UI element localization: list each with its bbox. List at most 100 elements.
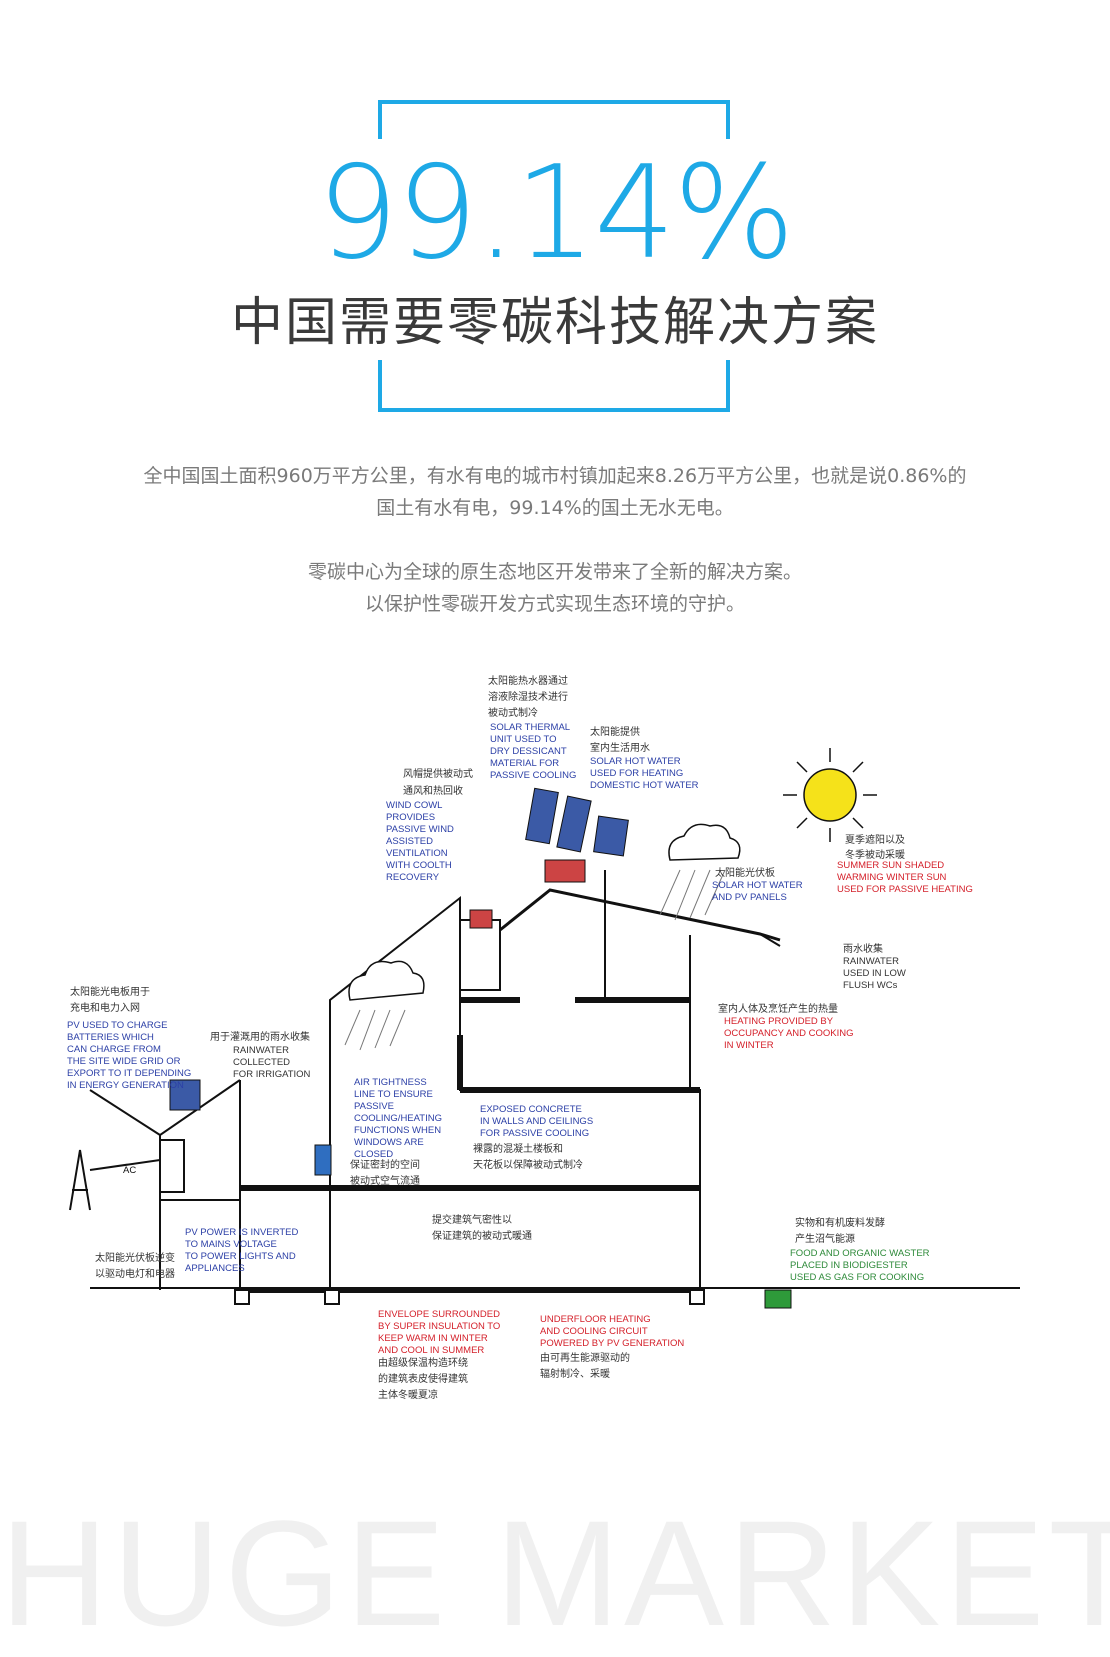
label-underfloor-en-0: UNDERFLOOR HEATING: [540, 1314, 651, 1325]
label-inverter-en-3: APPLIANCES: [185, 1263, 245, 1274]
label-airtight-en-5: WINDOWS ARE: [354, 1137, 424, 1148]
label-occupancy-en-1: OCCUPANCY AND COOKING: [724, 1028, 854, 1039]
label-wind-cowl-en-2: PASSIVE WIND: [386, 824, 454, 835]
label-sun-en-0: SUMMER SUN SHADED: [837, 860, 944, 871]
label-hot-water-cn-2: 室内生活用水: [590, 741, 650, 754]
hero-headline: 中国需要零碳科技解决方案: [0, 292, 1110, 354]
label-sun-en-1: WARMING WINTER SUN: [837, 872, 947, 883]
label-rain-wc-en-0: RAINWATER: [843, 956, 899, 967]
label-concrete-en-0: EXPOSED CONCRETE: [480, 1104, 582, 1115]
label-pv-panels-cn: 太阳能光伏板: [715, 866, 775, 879]
label-underfloor-en-2: POWERED BY PV GENERATION: [540, 1338, 684, 1349]
label-pv-panels-en-0: SOLAR HOT WATER: [712, 880, 803, 891]
label-occupancy-cn: 室内人体及烹饪产生的热量: [718, 1002, 838, 1015]
label-envelope-en-0: ENVELOPE SURROUNDED: [378, 1309, 500, 1320]
label-wind-cowl-en-0: WIND COWL: [386, 800, 442, 811]
label-occupancy-en-2: IN WINTER: [724, 1040, 774, 1051]
label-pv-batt-en-5: IN ENERGY GENERATION: [67, 1080, 184, 1091]
label-pv-batt-en-4: EXPORT TO IT DEPENDING: [67, 1068, 191, 1079]
label-wind-cowl-en-6: RECOVERY: [386, 872, 440, 883]
label-airtight-en-1: LINE TO ENSURE: [354, 1089, 433, 1100]
label-concrete-en-1: IN WALLS AND CEILINGS: [480, 1116, 593, 1127]
label-pv-batt-en-0: PV USED TO CHARGE: [67, 1020, 167, 1031]
label-inverter-en-0: PV POWER IS INVERTED: [185, 1227, 298, 1238]
intro-line-2: 国土有水有电，99.14%的国土无水无电。: [376, 497, 734, 519]
label-solar-thermal-cn-2: 溶液除湿技术进行: [488, 690, 568, 703]
label-underfloor-en-1: AND COOLING CIRCUIT: [540, 1326, 648, 1337]
label-rain-wc-en-2: FLUSH WCs: [843, 980, 898, 991]
footer-watermark: HUGE MARKET: [0, 1489, 1110, 1657]
label-solar-thermal-cn-3: 被动式制冷: [488, 706, 538, 719]
label-envelope-cn-3: 主体冬暖夏凉: [378, 1388, 438, 1401]
label-envelope-en-2: KEEP WARM IN WINTER: [378, 1333, 488, 1344]
hero-frame-bottom: [378, 360, 730, 412]
label-underfloor-cn-1: 由可再生能源驱动的: [540, 1351, 630, 1364]
label-irrigation-en-0: RAINWATER: [233, 1045, 289, 1056]
label-inverter-cn-1: 太阳能光伏板逆变: [95, 1251, 175, 1264]
label-envelope-en-1: BY SUPER INSULATION TO: [378, 1321, 500, 1332]
label-occupancy-en-0: HEATING PROVIDED BY: [724, 1016, 834, 1027]
label-airtight-en-4: FUNCTIONS WHEN: [354, 1125, 441, 1136]
label-pv-batt-en-1: BATTERIES WHICH: [67, 1032, 154, 1043]
label-airtight-en-6: CLOSED: [354, 1149, 393, 1160]
label-wind-cowl-cn-2: 通风和热回收: [403, 784, 463, 797]
label-inverter-en-2: TO POWER LIGHTS AND: [185, 1251, 296, 1262]
zero-carbon-house-diagram: 太阳能热水器通过 溶液除湿技术进行 被动式制冷 SOLAR THERMAL UN…: [67, 674, 1020, 1401]
label-pv-batt-en-2: CAN CHARGE FROM: [67, 1044, 161, 1055]
label-solar-thermal-en-4: PASSIVE COOLING: [490, 770, 576, 781]
label-sun-cn-2: 冬季被动采暖: [845, 848, 905, 861]
label-solar-thermal-cn-1: 太阳能热水器通过: [488, 674, 568, 687]
label-wind-cowl-en-5: WITH COOLTH: [386, 860, 452, 871]
label-envelope-cn-2: 的建筑表皮使得建筑: [378, 1372, 468, 1385]
label-solar-thermal-en-0: SOLAR THERMAL: [490, 722, 570, 733]
label-wind-cowl-cn-1: 风帽提供被动式: [403, 767, 473, 780]
label-hot-water-cn-1: 太阳能提供: [590, 725, 640, 738]
label-wind-cowl-en-3: ASSISTED: [386, 836, 433, 847]
label-rain-wc-en-1: USED IN LOW: [843, 968, 906, 979]
intro-line-3: 零碳中心为全球的原生态地区开发带来了全新的解决方案。: [307, 561, 802, 583]
sun-icon: [783, 748, 877, 842]
label-airtight2-cn-2: 保证建筑的被动式暖通: [432, 1229, 532, 1242]
label-solar-thermal-en-3: MATERIAL FOR: [490, 758, 559, 769]
label-concrete-cn-2: 天花板以保障被动式制冷: [473, 1158, 583, 1171]
label-sun-cn-1: 夏季遮阳以及: [845, 833, 905, 846]
label-ac: AC: [123, 1165, 136, 1176]
label-underfloor-cn-2: 辐射制冷、采暖: [540, 1367, 610, 1380]
label-pv-batt-cn-2: 充电和电力入网: [70, 1001, 140, 1014]
intro-paragraph-2: 零碳中心为全球的原生态地区开发带来了全新的解决方案。 以保护性零碳开发方式实现生…: [0, 556, 1110, 620]
label-wind-cowl-en-1: PROVIDES: [386, 812, 435, 823]
label-biogas-cn-2: 产生沼气能源: [795, 1232, 855, 1245]
intro-line-1: 全中国国土面积960万平方公里，有水有电的城市村镇加起来8.26万平方公里，也就…: [143, 465, 967, 487]
label-wind-cowl-en-4: VENTILATION: [386, 848, 448, 859]
label-inverter-en-1: TO MAINS VOLTAGE: [185, 1239, 277, 1250]
label-biogas-cn-1: 实物和有机废料发酵: [795, 1216, 885, 1229]
label-airtight2-cn-1: 提交建筑气密性以: [432, 1213, 512, 1226]
label-solar-thermal-en-1: UNIT USED TO: [490, 734, 557, 745]
label-concrete-cn-1: 裸露的混凝土楼板和: [473, 1142, 563, 1155]
label-biogas-en-0: FOOD AND ORGANIC WASTER: [790, 1248, 930, 1259]
label-airtight-cn-1: 保证密封的空间: [350, 1158, 420, 1171]
hero-percentage: 99.14%: [0, 139, 1110, 288]
label-sun-en-2: USED FOR PASSIVE HEATING: [837, 884, 973, 895]
label-concrete-en-2: FOR PASSIVE COOLING: [480, 1128, 589, 1139]
label-biogas-en-2: USED AS GAS FOR COOKING: [790, 1272, 924, 1283]
label-irrigation-en-1: COLLECTED: [233, 1057, 290, 1068]
intro-paragraph-1: 全中国国土面积960万平方公里，有水有电的城市村镇加起来8.26万平方公里，也就…: [0, 460, 1110, 524]
label-hot-water-en-1: USED FOR HEATING: [590, 768, 683, 779]
label-rain-wc-cn: 雨水收集: [843, 942, 883, 955]
label-hot-water-en-2: DOMESTIC HOT WATER: [590, 780, 699, 791]
label-airtight-en-0: AIR TIGHTNESS: [354, 1077, 427, 1088]
label-airtight-en-2: PASSIVE: [354, 1101, 394, 1112]
label-irrigation-en-2: FOR IRRIGATION: [233, 1069, 311, 1080]
label-inverter-cn-2: 以驱动电灯和电器: [95, 1267, 175, 1280]
label-pv-panels-en-1: AND PV PANELS: [712, 892, 787, 903]
label-airtight-en-3: COOLING/HEATING: [354, 1113, 442, 1124]
label-biogas-en-1: PLACED IN BIODIGESTER: [790, 1260, 908, 1271]
label-airtight-cn-2: 被动式空气流通: [350, 1174, 420, 1187]
label-hot-water-en-0: SOLAR HOT WATER: [590, 756, 681, 767]
label-pv-batt-cn-1: 太阳能光电板用于: [70, 985, 150, 998]
intro-line-4: 以保护性零碳开发方式实现生态环境的守护。: [364, 593, 745, 615]
label-envelope-en-3: AND COOL IN SUMMER: [378, 1345, 484, 1356]
label-solar-thermal-en-2: DRY DESSICANT: [490, 746, 567, 757]
label-pv-batt-en-3: THE SITE WIDE GRID OR: [67, 1056, 181, 1067]
